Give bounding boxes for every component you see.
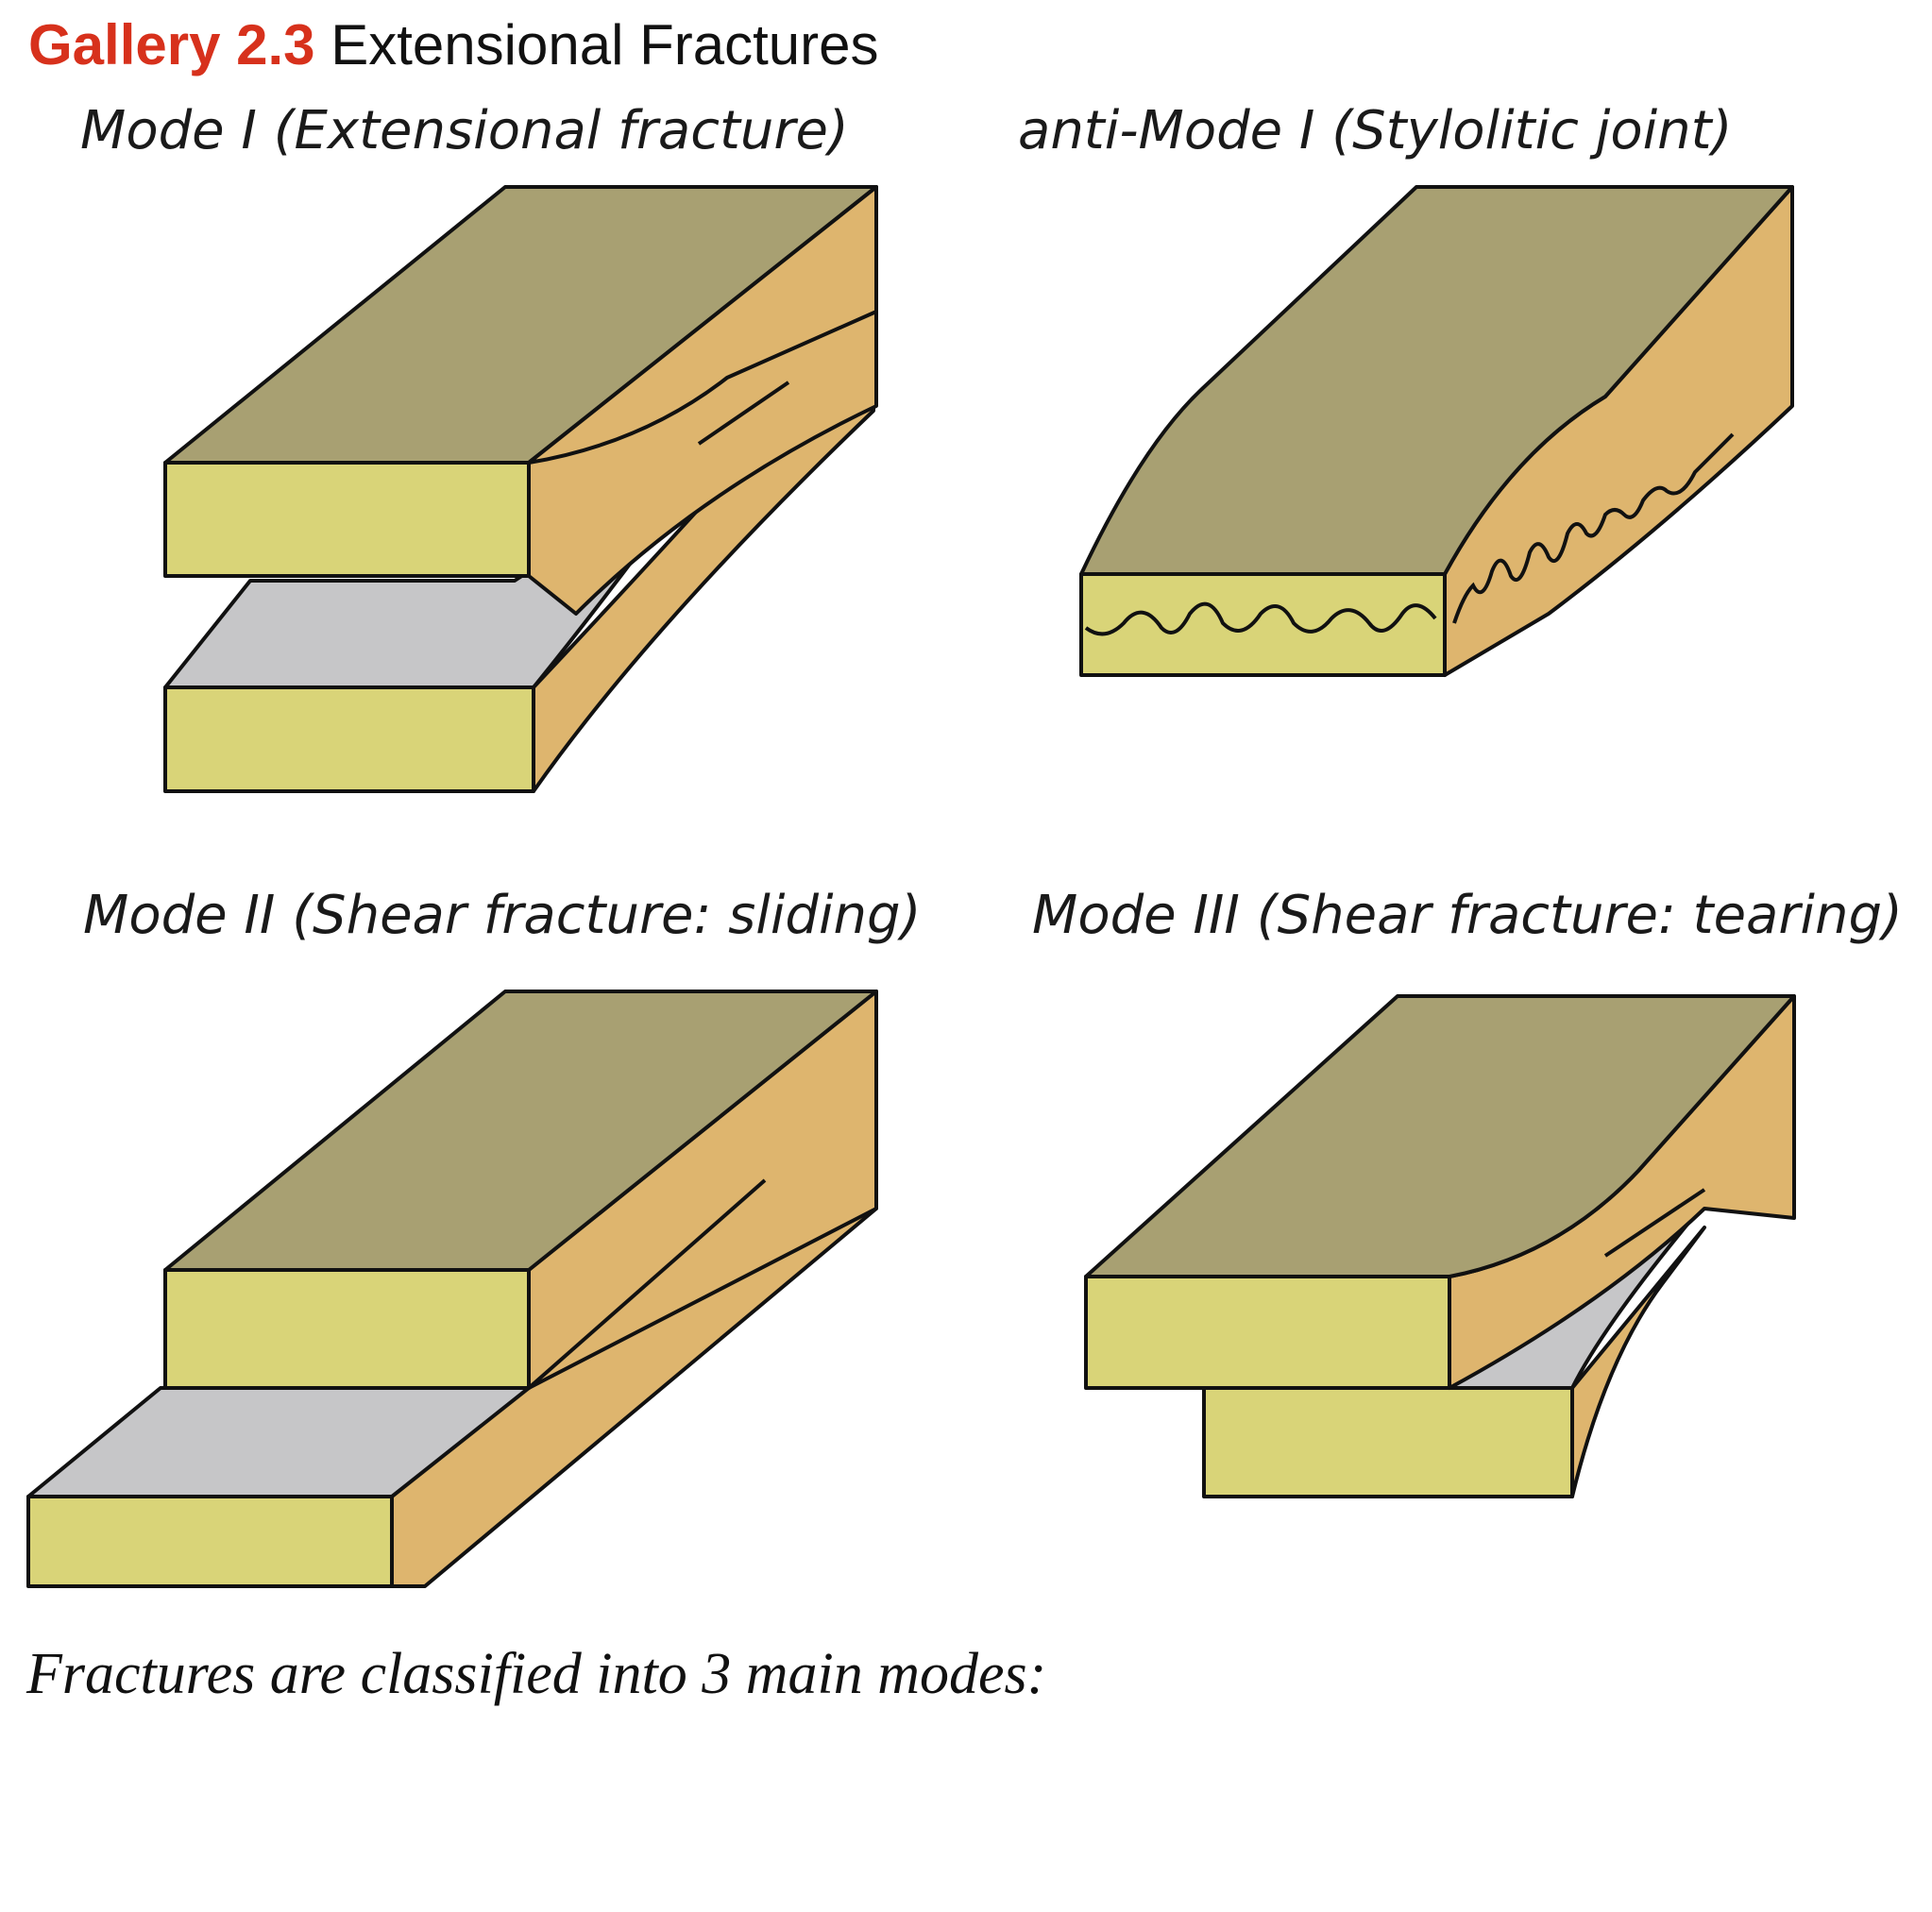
mode-i-crack-tip [697,381,790,446]
mode-iii-lower-front-face [1202,1386,1574,1498]
panel-anti-mode-i: anti-Mode I (Stylolitic joint) [1018,100,1794,677]
gallery-title: Gallery 2.3 Extensional Fractures [28,8,878,83]
figure-caption: Fractures are classified into 3 main mod… [26,1642,1047,1706]
anti-mode-i-top-face [1079,185,1794,576]
panel-mode-iii: Mode III (Shear fracture: tearing) [1032,885,1903,1498]
mode-ii-upper-front-face [163,1268,531,1390]
anti-mode-i-stylolite-front [1084,601,1437,636]
mode-iii-lower-right-face [1570,1226,1706,1498]
fracture-modes-figure: Mode I (Extensional fracture) anti-Mode … [0,94,1932,1605]
mode-i-label: Mode I (Extensional fracture) [80,100,849,161]
mode-i-upper-flank [527,185,878,465]
panel-mode-i: Mode I (Extensional fracture) [80,100,878,793]
panel-mode-ii: Mode II (Shear fracture: sliding) [26,885,921,1588]
gallery-title-text: Extensional Fractures [330,13,879,76]
mode-i-upper-front-face [163,461,531,578]
mode-ii-label: Mode II (Shear fracture: sliding) [83,885,921,946]
mode-iii-upper-top-face [1084,994,1796,1278]
mode-iii-crack-tip [1603,1188,1706,1258]
gallery-number: Gallery 2.3 [28,13,315,76]
mode-iii-upper-front-face [1084,1275,1451,1390]
anti-mode-i-front-face [1079,572,1447,677]
anti-mode-i-label: anti-Mode I (Stylolitic joint) [1018,100,1732,161]
mode-iii-label: Mode III (Shear fracture: tearing) [1032,885,1903,946]
mode-ii-crack-trace [527,1178,767,1390]
mode-ii-lower-front-face [26,1495,394,1588]
mode-i-lower-front-face [163,685,535,793]
anti-mode-i-stylolite-side [1452,432,1735,624]
